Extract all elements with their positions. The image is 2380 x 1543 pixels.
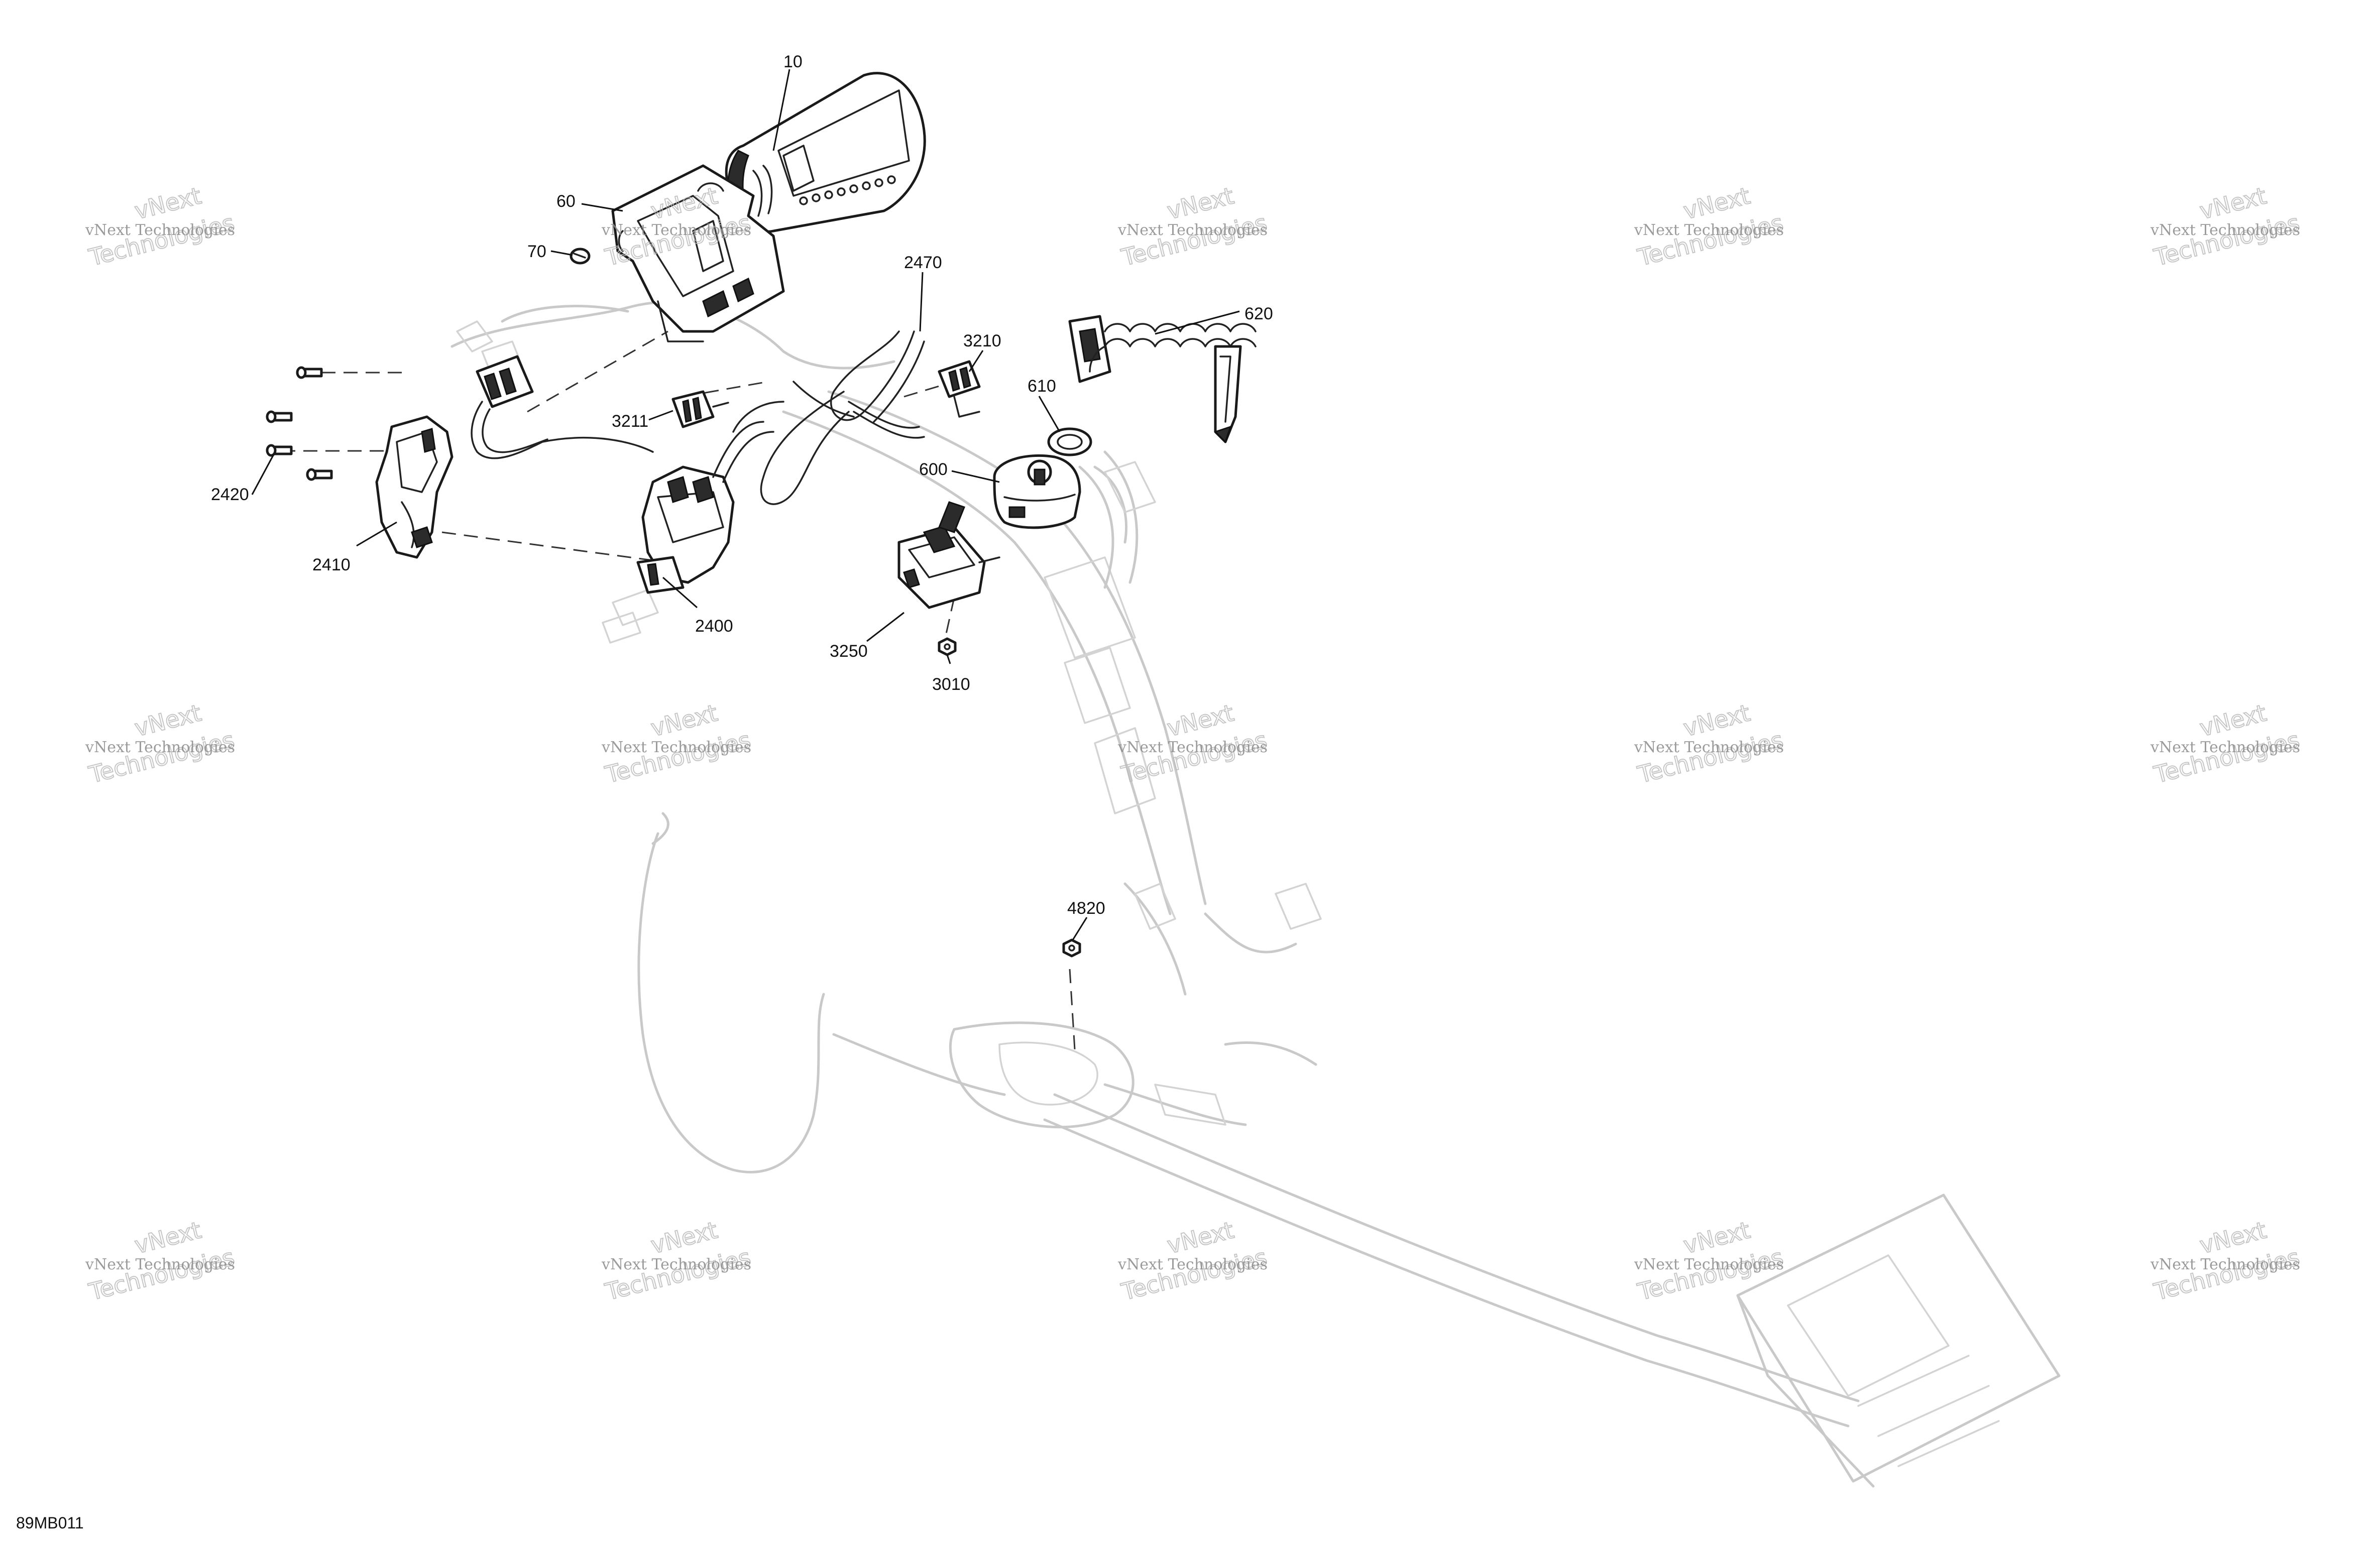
watermark-small-line: vNext Technologies [1634,1256,1784,1273]
watermark-small-line: vNext Technologies [1634,221,1784,239]
rocker-switch-part [897,501,1000,609]
callout-610: 610 [1028,377,1056,396]
connector-3211-part [671,390,729,428]
callout-600: 600 [919,460,948,479]
connector-3210-part [938,360,981,418]
background-frame-ghost [450,301,2061,1488]
watermark-small-line: vNext Technologies [1117,739,1268,756]
screw-part [570,248,591,265]
watermark-small-line: vNext Technologies [85,221,235,239]
screws-2420-part [266,366,333,481]
handlebar-switch-part [471,355,774,594]
leader-lines [251,69,1240,940]
watermark-small-line: vNext Technologies [601,739,751,756]
diagram-reference-code: 89MB011 [16,1514,84,1532]
callout-3210: 3210 [963,331,1001,350]
callout-2470: 2470 [904,253,942,272]
callout-3250: 3250 [830,642,868,661]
watermark-small-line: vNext Technologies [2150,739,2300,756]
cluster-bracket-part [611,164,785,342]
indicator-lights [799,175,896,205]
display-cluster-part [725,72,926,233]
watermark-small-line: vNext Technologies [1117,221,1268,239]
callout-4820: 4820 [1067,899,1105,918]
watermark-small-line: vNext Technologies [85,1256,235,1273]
callout-2410: 2410 [312,555,351,574]
callout-2420: 2420 [211,485,249,504]
nut-4820-part [1062,938,1081,958]
watermark-small-line: vNext Technologies [601,221,751,239]
watermark-small-line: vNext Technologies [2150,1256,2300,1273]
watermark-small-line: vNext Technologies [85,739,235,756]
callout-10: 10 [783,52,803,71]
callout-620: 620 [1244,304,1273,323]
callout-3010: 3010 [932,675,970,694]
nut-3010-part [938,637,957,656]
callout-3211: 3211 [612,412,648,431]
assembly-lines [281,330,1076,1050]
callout-labels: 10 60 70 2470 3210 620 610 3211 600 2420… [211,52,1273,918]
callout-2400: 2400 [695,617,733,636]
watermark-small-line: vNext Technologies [2150,221,2300,239]
watermark-small-line: vNext Technologies [601,1256,751,1273]
callout-60: 60 [556,192,576,211]
switch-cover-part [375,415,454,559]
harness-loom-part [732,330,925,505]
coil-lanyard-part [1068,315,1257,443]
switch-nut-part [1047,427,1092,456]
watermark-small-line: vNext Technologies [1117,1256,1268,1273]
watermark-small-line: vNext Technologies [1634,739,1784,756]
key-switch-part [993,454,1081,529]
callout-70: 70 [527,242,546,261]
